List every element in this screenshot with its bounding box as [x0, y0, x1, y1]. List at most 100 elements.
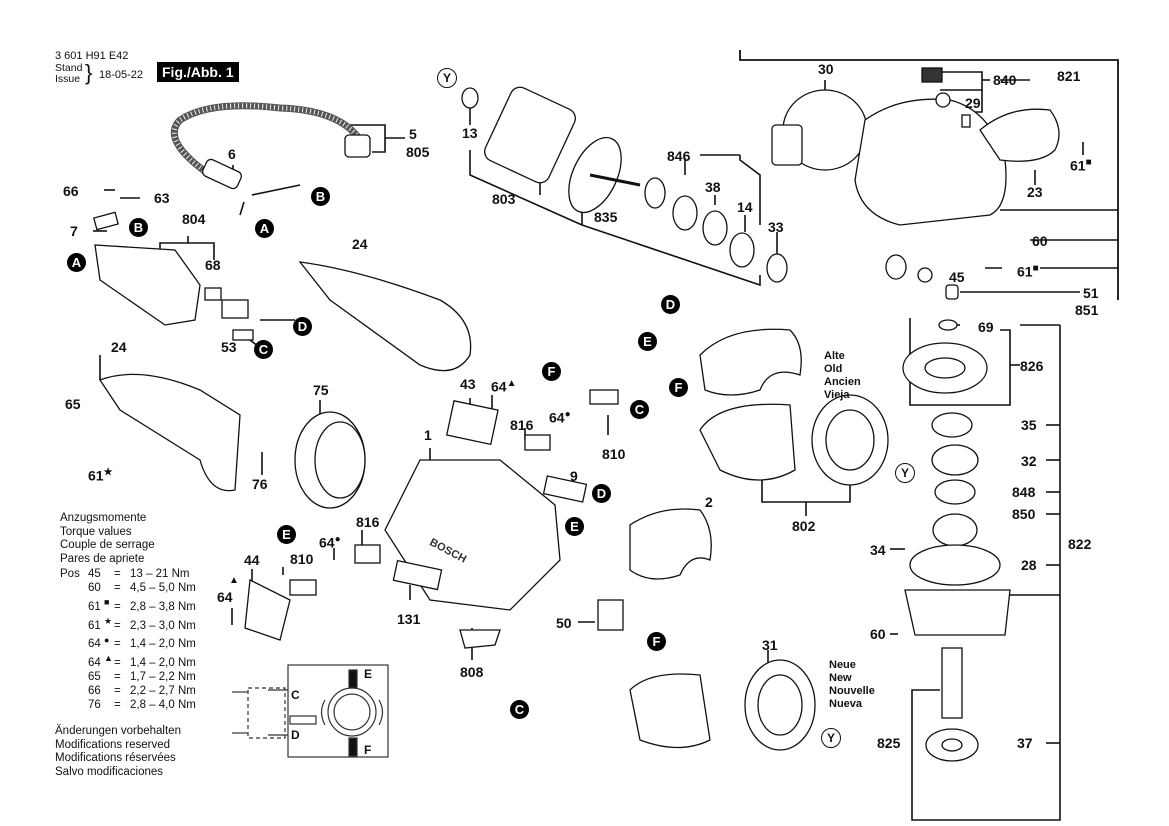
part-label-2: 2 — [705, 494, 713, 510]
part-label-30: 30 — [818, 61, 834, 77]
part-label-75: 75 — [313, 382, 329, 398]
part-label-131: 131 — [397, 611, 421, 627]
torque-row: 65=1,7 – 2,2 Nm — [88, 670, 196, 684]
torque-pos: 66 — [88, 685, 101, 698]
reference-y-new: Y — [821, 728, 841, 748]
part-label-1: 1 — [424, 427, 432, 443]
connector-f-brush: F — [542, 362, 561, 381]
torque-pos: 64 — [88, 638, 101, 651]
part-label-64-triangle-bottom: ▲64 — [217, 575, 239, 605]
part-label-69: 69 — [978, 319, 994, 335]
part-label-826: 826 — [1020, 358, 1044, 374]
part-label-38: 38 — [705, 179, 721, 195]
torque-value: 1,4 – 2,0 Nm — [130, 657, 196, 670]
issue-date: 18-05-22 — [99, 69, 144, 81]
torque-pos: 61 — [88, 600, 101, 613]
part-label-61-square-mid: 61■ — [1017, 263, 1039, 280]
field-new-top — [629, 508, 712, 580]
equals-sign: = — [114, 657, 121, 670]
connector-c-field-old: C — [630, 400, 649, 419]
reference-y-old: Y — [895, 463, 915, 483]
torque-pos: 64 — [88, 657, 101, 670]
equals-sign: = — [114, 600, 121, 613]
part-label-53: 53 — [221, 339, 237, 355]
part-label-13: 13 — [462, 125, 478, 141]
part-label-9: 9 — [570, 468, 578, 484]
field-new-bottom — [629, 673, 711, 749]
torque-row: 66=2,2 – 2,7 Nm — [88, 684, 196, 698]
part-label-31: 31 — [762, 637, 778, 653]
connector-d-field-old: D — [661, 295, 680, 314]
side-handle — [99, 373, 241, 492]
part-label-32: 32 — [1021, 453, 1037, 469]
part-label-822: 822 — [1068, 536, 1092, 552]
part-label-68: 68 — [205, 257, 221, 273]
part-label-804: 804 — [182, 211, 206, 227]
part-label-60-top: 60 — [1032, 233, 1048, 249]
part-label-64-triangle-top: 64▲ — [491, 378, 517, 395]
part-label-66: 66 — [63, 183, 79, 199]
torque-marker: ● — [104, 634, 110, 645]
issue-label: Issue — [55, 73, 81, 85]
figure-label: Fig./Abb. 1 — [157, 62, 239, 82]
part-label-64-dot-top: 64● — [549, 409, 571, 426]
torque-value: 1,7 – 2,2 Nm — [130, 671, 196, 684]
part-label-24-rear: 24 — [352, 236, 368, 252]
connector-c-field-new: C — [510, 700, 529, 719]
torque-row: 45=13 – 21 Nm — [88, 567, 196, 581]
equals-sign: = — [114, 568, 121, 580]
equals-sign: = — [114, 699, 121, 712]
connector-b-switch: B — [129, 218, 148, 237]
connector-a-switch: A — [67, 253, 86, 272]
connector-f-field-old: F — [669, 378, 688, 397]
part-number: 3 601 H91 E42 — [55, 50, 129, 62]
torque-value: 2,8 – 4,0 Nm — [130, 699, 196, 712]
torque-value: 13 – 21 Nm — [130, 568, 190, 580]
modifications-notice: Änderungen vorbehalten Modifications res… — [55, 725, 181, 778]
torque-value: 2,8 – 3,8 Nm — [130, 600, 196, 613]
torque-pos: 60 — [88, 582, 101, 594]
part-label-76: 76 — [252, 476, 268, 492]
part-label-44: 44 — [244, 552, 260, 568]
connector-a-cord: A — [255, 219, 274, 238]
part-label-29: 29 — [965, 95, 981, 111]
connector-e-field-old: E — [638, 332, 657, 351]
part-label-28: 28 — [1021, 557, 1037, 573]
switch-part — [94, 244, 201, 326]
armature — [461, 86, 641, 214]
leader-821 — [739, 50, 1119, 300]
torque-pos: 65 — [88, 671, 101, 684]
schematic-label-f: F — [364, 743, 372, 757]
part-label-51: 51 — [1083, 285, 1099, 301]
stand-label: Stand — [55, 62, 83, 74]
torque-row: 64▲=1,4 – 2,0 Nm — [88, 651, 196, 670]
torque-marker: ★ — [104, 615, 113, 626]
equals-sign: = — [114, 582, 121, 594]
leader-822 — [911, 325, 1061, 821]
part-label-816-bottom: 816 — [356, 514, 380, 530]
part-label-851: 851 — [1075, 302, 1099, 318]
connector-b-cord: B — [311, 187, 330, 206]
torque-value: 4,5 – 5,0 Nm — [130, 582, 196, 594]
part-label-808: 808 — [460, 664, 484, 680]
part-label-803: 803 — [492, 191, 516, 207]
schematic-label-c: C — [291, 688, 300, 702]
part-label-805: 805 — [406, 144, 430, 160]
torque-value: 1,4 – 2,0 Nm — [130, 638, 196, 651]
part-label-35: 35 — [1021, 417, 1037, 433]
part-label-43: 43 — [460, 376, 476, 392]
connector-c-switch: C — [254, 340, 273, 359]
torque-value: 2,3 – 3,0 Nm — [130, 619, 196, 632]
torque-row: 64● = 1,4 – 2,0 Nm — [88, 633, 196, 652]
part-label-848: 848 — [1012, 484, 1036, 500]
torque-pos-label: Pos — [60, 568, 80, 580]
equals-sign: = — [114, 619, 121, 632]
equals-sign: = — [114, 638, 121, 651]
part-label-45: 45 — [949, 269, 965, 285]
part-label-14: 14 — [737, 199, 753, 215]
connector-d-switch: D — [293, 317, 312, 336]
gear-housing — [854, 98, 1007, 226]
